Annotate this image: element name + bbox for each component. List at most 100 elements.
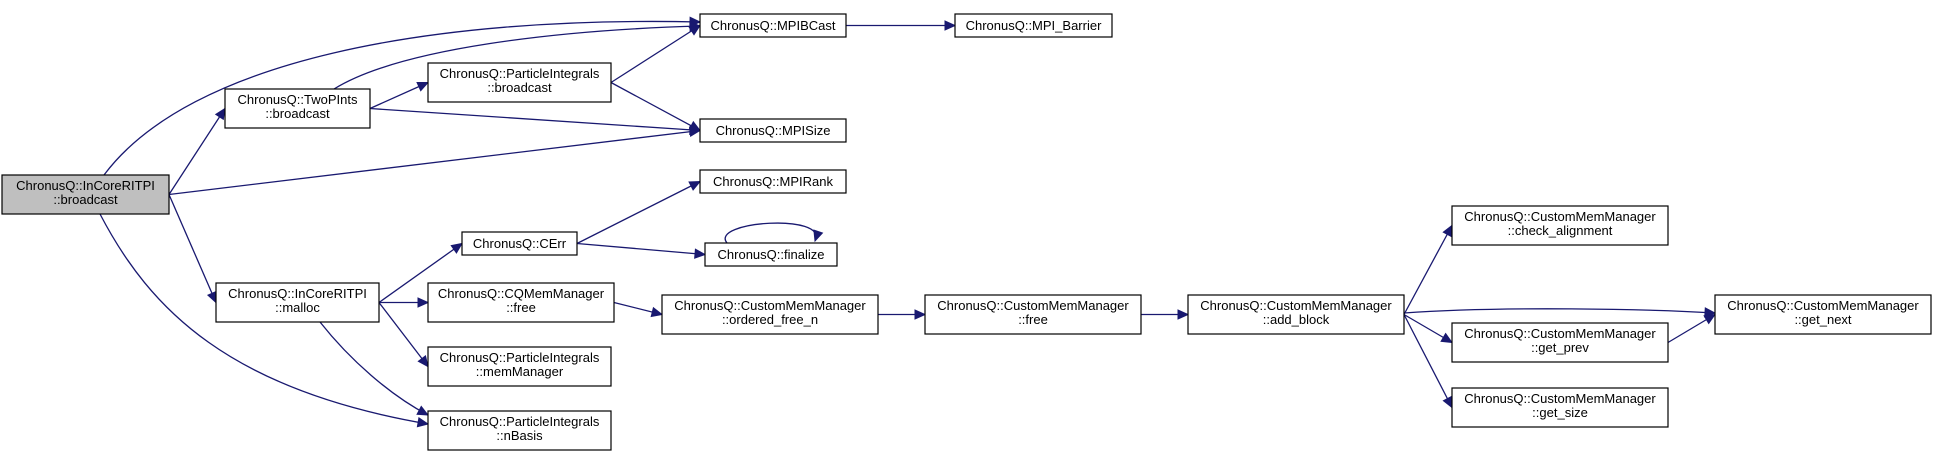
node-box <box>1451 387 1669 428</box>
edge-line <box>168 194 217 303</box>
edge-mpibcast-to-mpibarrier <box>846 20 957 31</box>
edge-malloc-to-cerr <box>378 242 463 304</box>
edge-root-to-pi-nbasis <box>99 213 430 428</box>
edge-cmm-ordered-free-n-to-cmm-free <box>878 309 927 320</box>
node-box <box>224 88 371 129</box>
arrow-head <box>914 309 927 320</box>
node-finalize[interactable]: ChronusQ::finalize <box>704 242 838 267</box>
node-box <box>924 294 1142 335</box>
node-root[interactable]: ChronusQ::InCoreRITPI::broadcast <box>1 174 170 215</box>
node-label: ChronusQ::ParticleIntegrals <box>440 414 600 429</box>
edge-line <box>369 81 429 110</box>
node-label: ::get_next <box>1794 312 1851 327</box>
node-mpibcast[interactable]: ChronusQ::MPIBCast <box>699 13 847 38</box>
edge-line <box>724 222 817 244</box>
node-label: ChronusQ::MPIBCast <box>711 18 836 33</box>
node-mpirank[interactable]: ChronusQ::MPIRank <box>699 169 847 194</box>
edge-line <box>369 107 701 132</box>
node-box <box>699 118 847 143</box>
node-mpisize[interactable]: ChronusQ::MPISize <box>699 118 847 143</box>
node-box <box>215 282 380 323</box>
node-pi-nbasis[interactable]: ChronusQ::ParticleIntegrals::nBasis <box>427 410 612 451</box>
node-label: ::nBasis <box>496 428 543 443</box>
node-cerr[interactable]: ChronusQ::CErr <box>461 231 578 256</box>
node-twopints-bcast[interactable]: ChronusQ::TwoPInts::broadcast <box>224 88 371 129</box>
node-box <box>427 410 612 451</box>
node-box <box>954 13 1113 38</box>
node-box <box>427 346 612 387</box>
arrow-head <box>416 405 430 416</box>
edge-line <box>319 321 429 416</box>
node-label: ChronusQ::CErr <box>473 236 567 251</box>
node-label: ::malloc <box>275 300 320 315</box>
node-box <box>661 294 879 335</box>
nodes-layer: ChronusQ::InCoreRITPI::broadcastChronusQ… <box>1 13 1932 451</box>
edge-cerr-to-finalize <box>576 242 707 259</box>
arrow-head <box>1703 313 1717 325</box>
node-box <box>1451 322 1669 363</box>
node-label: ::check_alignment <box>1508 223 1613 238</box>
edge-cmm-add-block-to-cmm-get-prev <box>1403 313 1454 344</box>
edge-malloc-to-pi-memmanager <box>378 302 429 368</box>
node-cmm-add-block[interactable]: ChronusQ::CustomMemManager::add_block <box>1187 294 1405 335</box>
node-label: ChronusQ::MPIRank <box>713 174 833 189</box>
node-cmm-check-alignment[interactable]: ChronusQ::CustomMemManager::check_alignm… <box>1451 205 1669 246</box>
node-label: ::add_block <box>1263 312 1330 327</box>
arrow-head <box>688 120 702 132</box>
arrow-head <box>417 297 430 308</box>
edge-malloc-to-cqmem-free <box>379 297 430 308</box>
arrow-head <box>206 290 217 304</box>
edge-twopints-bcast-to-pi-bcast <box>369 81 430 110</box>
node-label: ::get_prev <box>1531 340 1589 355</box>
node-cmm-get-prev[interactable]: ChronusQ::CustomMemManager::get_prev <box>1451 322 1669 363</box>
node-cmm-ordered-free-n[interactable]: ChronusQ::CustomMemManager::ordered_free… <box>661 294 879 335</box>
edge-pi-bcast-to-mpibcast <box>610 24 702 84</box>
node-label: ChronusQ::InCoreRITPI <box>16 178 155 193</box>
node-mpibarrier[interactable]: ChronusQ::MPI_Barrier <box>954 13 1113 38</box>
node-label: ChronusQ::MPI_Barrier <box>966 18 1102 33</box>
node-label: ::free <box>506 300 536 315</box>
node-label: ChronusQ::ParticleIntegrals <box>440 66 600 81</box>
arrow-head <box>214 107 226 121</box>
node-box <box>1714 294 1932 335</box>
node-cmm-get-next[interactable]: ChronusQ::CustomMemManager::get_next <box>1714 294 1932 335</box>
edge-line <box>168 108 226 195</box>
arrow-head <box>1440 332 1454 344</box>
edge-line <box>1403 308 1716 314</box>
node-label: ChronusQ::finalize <box>718 247 825 262</box>
arrow-head <box>650 306 664 318</box>
arrow-head <box>694 248 707 259</box>
edges-layer <box>99 16 1717 428</box>
node-box <box>1 174 170 215</box>
node-label: ::broadcast <box>487 80 552 95</box>
node-label: ChronusQ::CustomMemManager <box>937 298 1129 313</box>
node-label: ChronusQ::CustomMemManager <box>1200 298 1392 313</box>
edge-finalize-to-finalize <box>724 222 824 244</box>
edge-twopints-bcast-to-mpisize <box>369 107 702 136</box>
node-malloc[interactable]: ChronusQ::InCoreRITPI::malloc <box>215 282 380 323</box>
node-box <box>1187 294 1405 335</box>
node-label: ChronusQ::CustomMemManager <box>1464 326 1656 341</box>
arrow-head <box>416 417 430 428</box>
arrow-head <box>944 20 957 31</box>
node-label: ::ordered_free_n <box>722 312 818 327</box>
node-label: ChronusQ::ParticleIntegrals <box>440 350 600 365</box>
node-box <box>1451 205 1669 246</box>
node-box <box>427 62 612 103</box>
node-pi-bcast[interactable]: ChronusQ::ParticleIntegrals::broadcast <box>427 62 612 103</box>
edge-cmm-free-to-cmm-add-block <box>1141 309 1190 320</box>
node-pi-memmanager[interactable]: ChronusQ::ParticleIntegrals::memManager <box>427 346 612 387</box>
arrow-head <box>450 242 463 254</box>
edge-cmm-add-block-to-cmm-get-next <box>1403 307 1717 318</box>
node-cqmem-free[interactable]: ChronusQ::CQMemManager::free <box>427 282 615 323</box>
node-box <box>704 242 838 267</box>
edge-line <box>168 129 701 196</box>
node-label: ChronusQ::MPISize <box>716 123 831 138</box>
edge-line <box>1403 225 1453 315</box>
arrow-head <box>417 354 429 368</box>
edge-line <box>576 180 701 245</box>
node-cmm-free[interactable]: ChronusQ::CustomMemManager::free <box>924 294 1142 335</box>
node-label: ::memManager <box>476 364 564 379</box>
node-cmm-get-size[interactable]: ChronusQ::CustomMemManager::get_size <box>1451 387 1669 428</box>
